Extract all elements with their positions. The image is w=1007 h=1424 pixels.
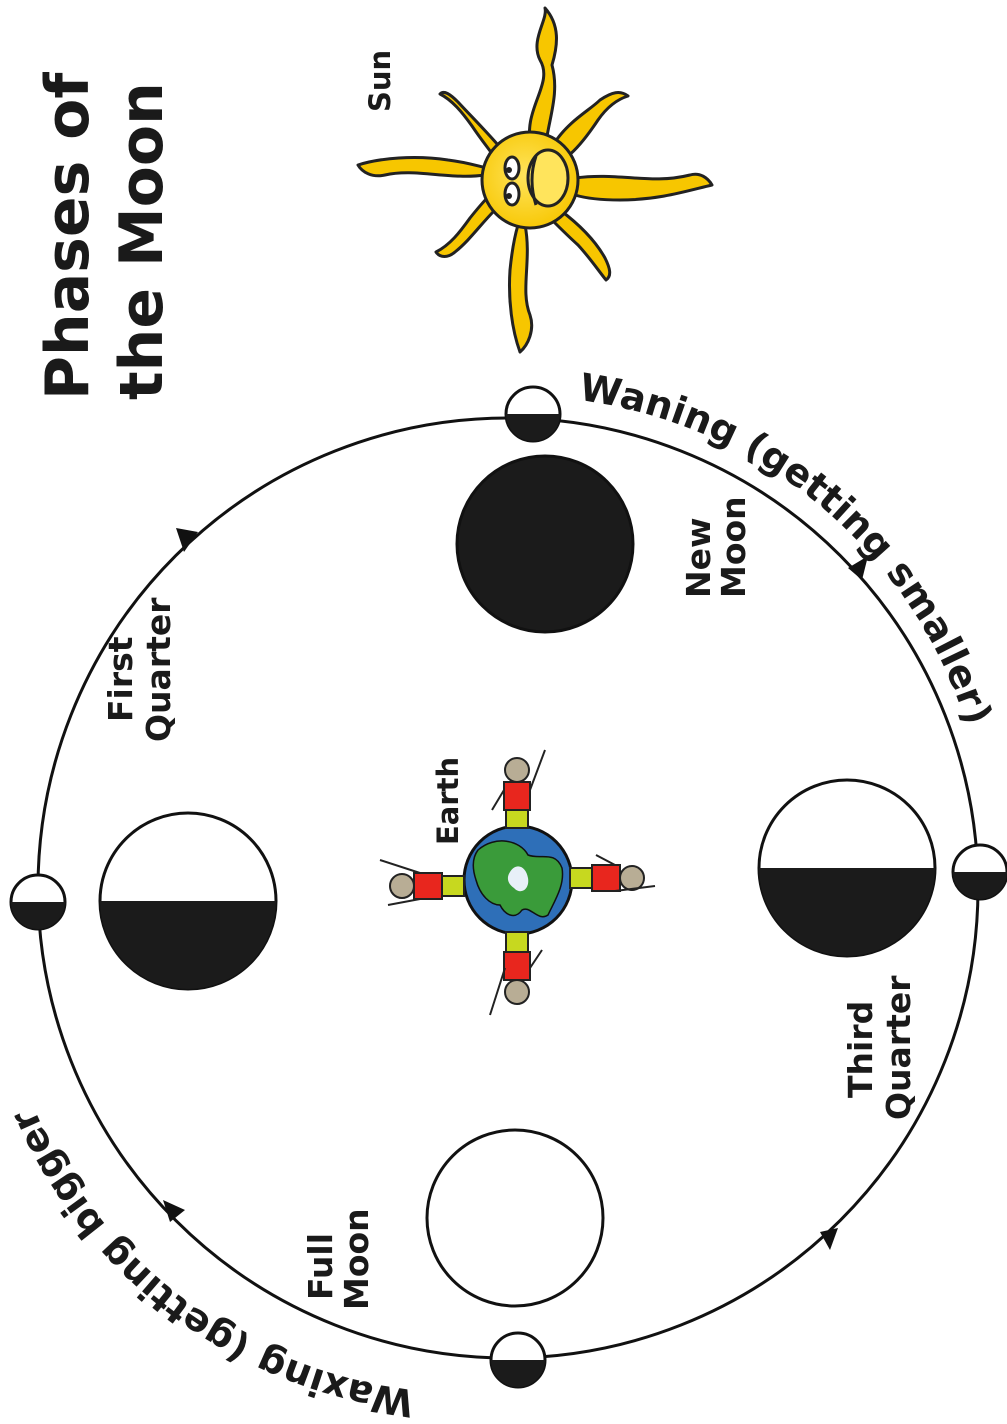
- full-moon-label-line-1: Full: [301, 1233, 340, 1300]
- third-quarter-label: Third Quarter: [841, 975, 918, 1120]
- full-moon-label: Full Moon: [301, 1208, 376, 1310]
- orbit-moon-left: [11, 875, 65, 929]
- earth-label: Earth: [431, 757, 465, 845]
- new-moon-icon: [457, 456, 633, 632]
- first-quarter-label-line-2: Quarter: [139, 597, 178, 742]
- sun-label: Sun: [363, 50, 397, 112]
- waning-arc-label: Waning (getting smaller): [576, 365, 1000, 730]
- title-line-1: Phases of: [33, 72, 103, 400]
- orbit-moon-right: [953, 845, 1007, 899]
- sun-icon: [358, 8, 712, 352]
- third-quarter-label-line-2: Quarter: [879, 975, 918, 1120]
- page-title: Phases of the Moon: [33, 72, 177, 400]
- title-line-2: the Moon: [107, 82, 177, 400]
- full-moon-label-line-2: Moon: [337, 1208, 376, 1310]
- new-moon-label: New Moon: [679, 496, 753, 598]
- waning-arc-text: Waning (getting smaller): [576, 365, 1000, 730]
- earth-icon: [464, 826, 572, 934]
- third-quarter-label-line-1: Third: [841, 1001, 880, 1098]
- orbit-arrow-icon: [176, 528, 198, 552]
- first-quarter-moon-icon: [100, 813, 276, 989]
- full-moon-icon: [427, 1130, 603, 1306]
- third-quarter-moon-icon: [759, 780, 935, 956]
- first-quarter-label-line-1: First: [101, 636, 140, 722]
- first-quarter-label: First Quarter: [101, 597, 178, 742]
- new-moon-label-line-2: Moon: [714, 496, 753, 598]
- new-moon-label-line-1: New: [679, 518, 718, 599]
- orbit-moon-bottom: [491, 1333, 545, 1387]
- orbit-moon-top: [506, 387, 560, 441]
